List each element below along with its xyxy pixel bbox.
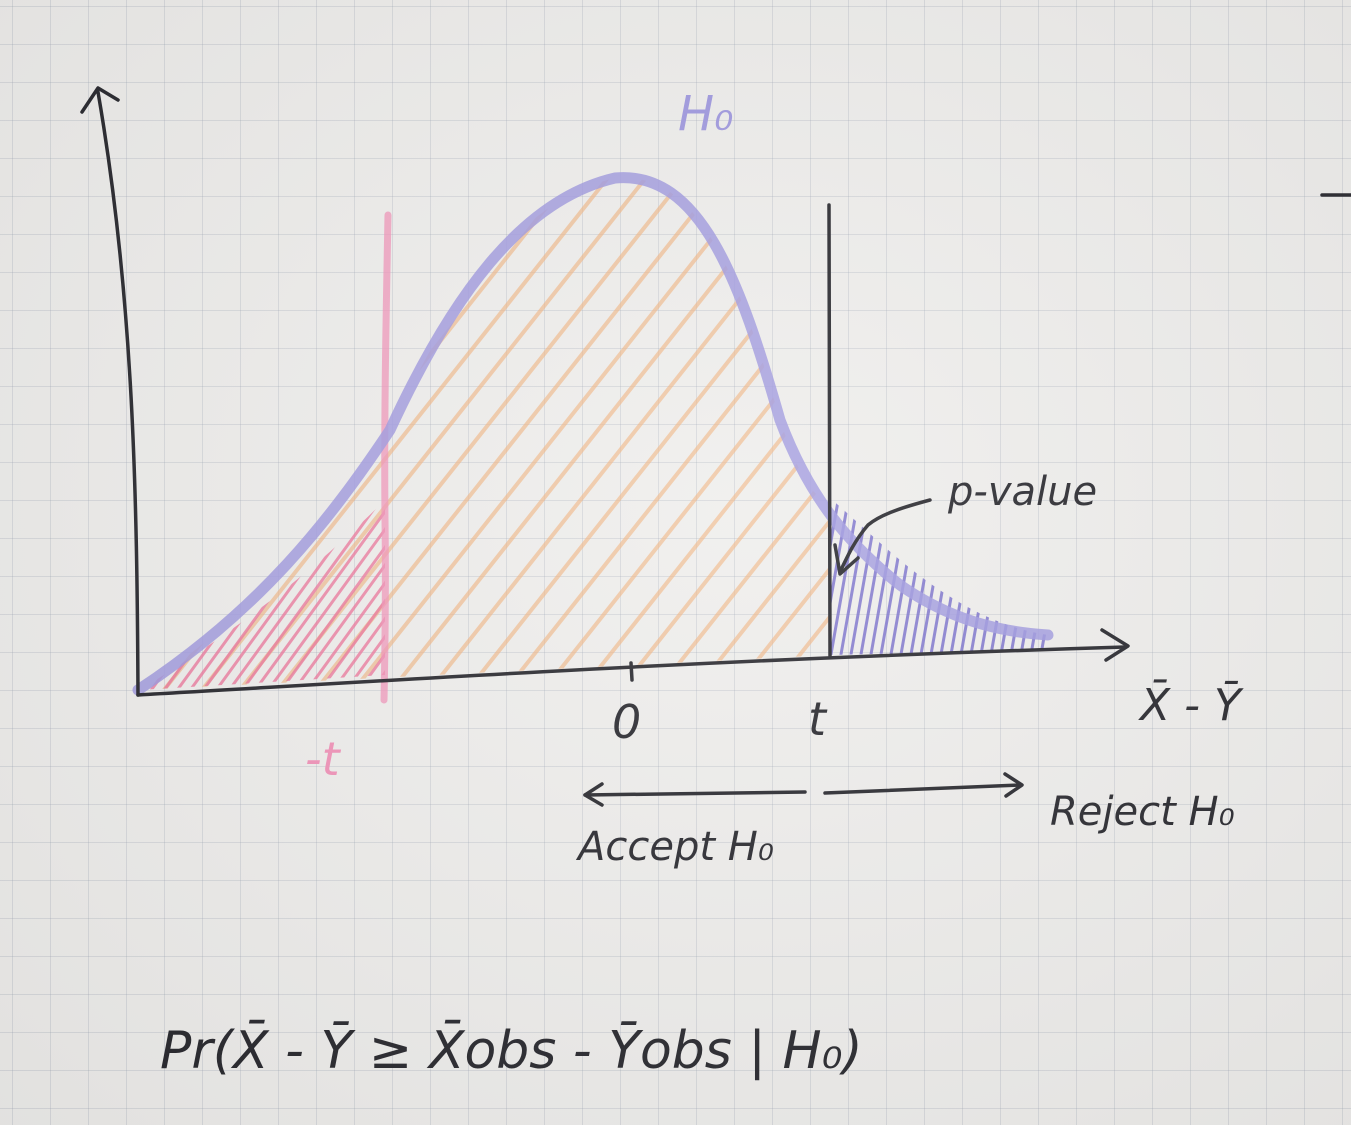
pink-hatch-line [140,500,280,690]
orange-hatch-line [230,177,654,690]
orange-hatch-line [140,177,502,690]
pink-hatch-line [168,500,332,690]
null-distribution-curve [132,172,1054,696]
pink-hatch-line [298,500,385,690]
accept-h0-label: Accept H₀ [575,824,774,870]
orange-hatch-line [724,177,830,690]
orange-hatch-line [840,170,1260,700]
orange-hatch-line [496,177,830,690]
axes [80,86,1351,807]
x-axis-label: X̄ - Ȳ [1138,678,1244,731]
orange-hatch-line [344,177,768,690]
orange-hatch-line [420,177,830,690]
pink-hatch-line [140,500,267,690]
p-value-label: p-value [947,469,1097,515]
accept-arrowhead [583,782,604,807]
pink-hatch-line [363,500,385,690]
pink-hatch-line [207,500,371,690]
zero-tick [629,661,634,682]
orange-hatch-line [382,177,806,690]
pink-hatch-line [140,500,228,690]
zero-label: 0 [612,695,641,749]
reject-arrow [823,783,1022,795]
pink-hatch-line [259,500,385,690]
pink-hatch-line [246,500,385,690]
p-value-pointer [838,498,932,574]
acceptance-area-hatch [0,170,1298,700]
orange-hatch-line [686,177,830,690]
neg-t-line [380,211,392,704]
orange-hatch-line [140,177,426,690]
pink-hatch-line [417,480,577,700]
purple-hatch-line [1050,490,1080,660]
orange-hatch-line [800,177,830,690]
orange-hatch-line [140,177,540,690]
pink-hatch-line [272,500,385,690]
orange-hatch-line [878,170,1298,700]
pink-hatch-line [155,500,319,690]
t-label: t [808,692,828,746]
orange-hatch-line [140,177,198,690]
pink-hatch-line [140,500,215,690]
reject-h0-label: Reject H₀ [1050,789,1235,835]
pink-hatch-line [324,500,385,690]
neg-t-label: -t [305,732,342,786]
pink-hatch-line [311,500,385,690]
accept-arrow [583,790,807,797]
pink-hatch-line [285,500,385,690]
y-axis [96,90,140,697]
p-value-pointer-head [833,543,860,576]
purple-hatch-line [1060,490,1090,660]
orange-hatch-line [458,177,830,690]
pink-hatch-line [140,500,241,690]
probability-formula: Pr(X̄ - Ȳ ≥ X̄obs - Ȳobs | H₀) [160,1020,863,1081]
y-axis-arrowhead [80,86,120,114]
pink-hatch-line [337,500,385,690]
pink-hatch-line [350,500,385,690]
h0-label: H₀ [678,86,733,142]
pink-hatch-line [233,500,385,690]
orange-hatch-line [140,177,312,690]
t-vertical-line [827,203,833,658]
reject-arrowhead [1003,772,1024,798]
orange-hatch-line [0,170,120,700]
orange-hatch-line [648,177,830,690]
x-axis-arrowhead [1100,628,1130,662]
orange-hatch-line [140,177,236,690]
x-axis [136,645,1127,697]
purple-hatch-line [830,498,852,655]
orange-hatch-line [154,177,578,690]
orange-hatch-line [192,177,616,690]
orange-hatch-line [534,177,830,690]
orange-hatch-line [140,177,388,690]
